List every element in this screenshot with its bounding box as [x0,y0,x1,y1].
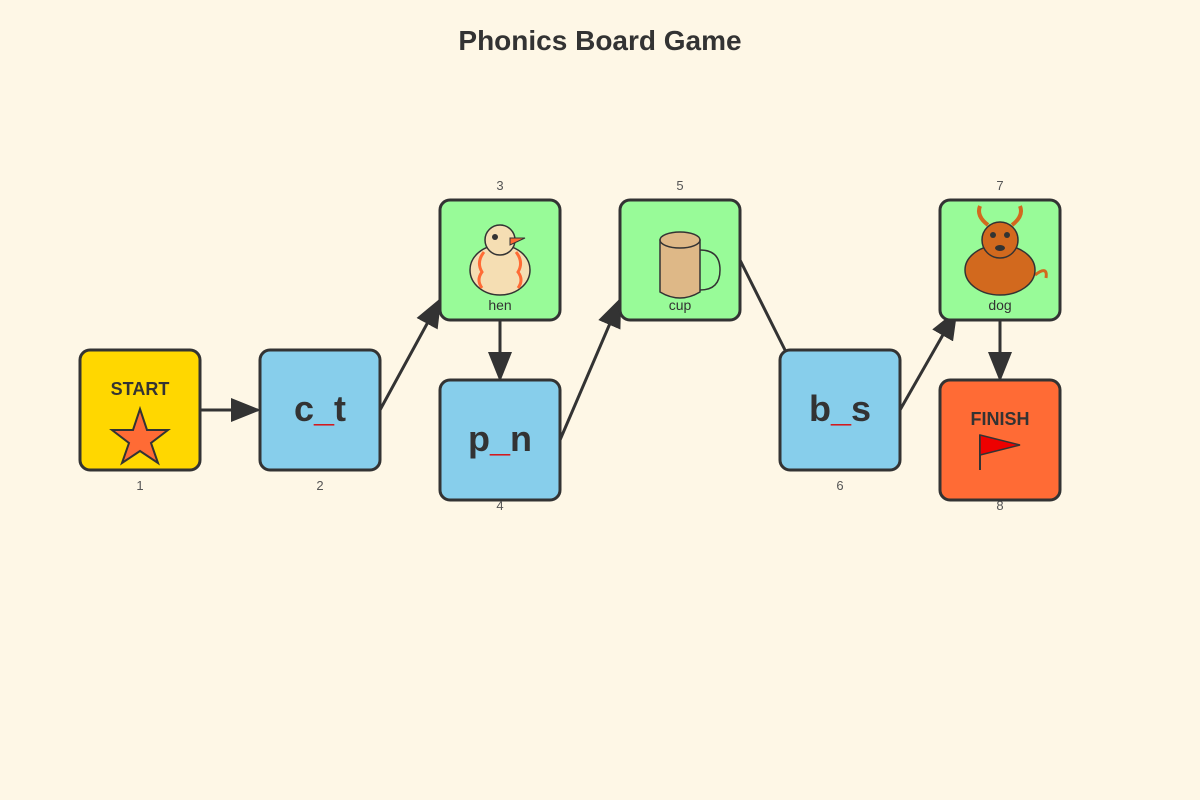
tile-word-box [778,348,902,472]
star-icon [109,405,171,466]
path-arrows [200,259,1012,441]
picture-caption: dog [988,297,1011,313]
finish-label: FINISH [970,409,1029,429]
tile-number-1: 1 [136,478,143,493]
word-puzzle: p_n [468,418,532,459]
picture-caption: cup [669,297,692,313]
tile-word-box [438,378,562,502]
tile-picture-hen[interactable]: hen [438,198,562,322]
game-title: Phonics Board Game [458,25,741,56]
tile-finish[interactable]: FINISH [938,378,1062,502]
tile-number-6: 6 [836,478,843,493]
tile-number-7: 7 [996,178,1003,193]
tile-word-box [258,348,382,472]
arrow-2-3 [378,297,442,411]
arrow-4-5 [558,297,622,441]
cup-icon [659,231,721,299]
tile-word-cat[interactable]: c_t [258,348,382,472]
dog-icon [964,205,1048,296]
arrow-6-7 [898,309,958,411]
tile-number-2: 2 [316,478,323,493]
tile-picture-dog[interactable]: dog [938,198,1062,322]
hen-icon [469,224,531,296]
word-puzzle: c_t [294,388,346,429]
tile-start[interactable]: START [78,348,202,472]
tile-word-pen[interactable]: p_n [438,378,562,502]
flag-icon [979,434,1021,470]
tile-number-4: 4 [496,498,503,513]
start-label: START [111,379,170,399]
tile-number-3: 3 [496,178,503,193]
arrow-5-6 [738,259,788,353]
tile-number-8: 8 [996,498,1003,513]
word-puzzle: b_s [809,388,871,429]
tile-number-5: 5 [676,178,683,193]
tile-picture-cup[interactable]: cup [618,198,742,322]
picture-caption: hen [488,297,511,313]
tile-word-bus[interactable]: b_s [778,348,902,472]
